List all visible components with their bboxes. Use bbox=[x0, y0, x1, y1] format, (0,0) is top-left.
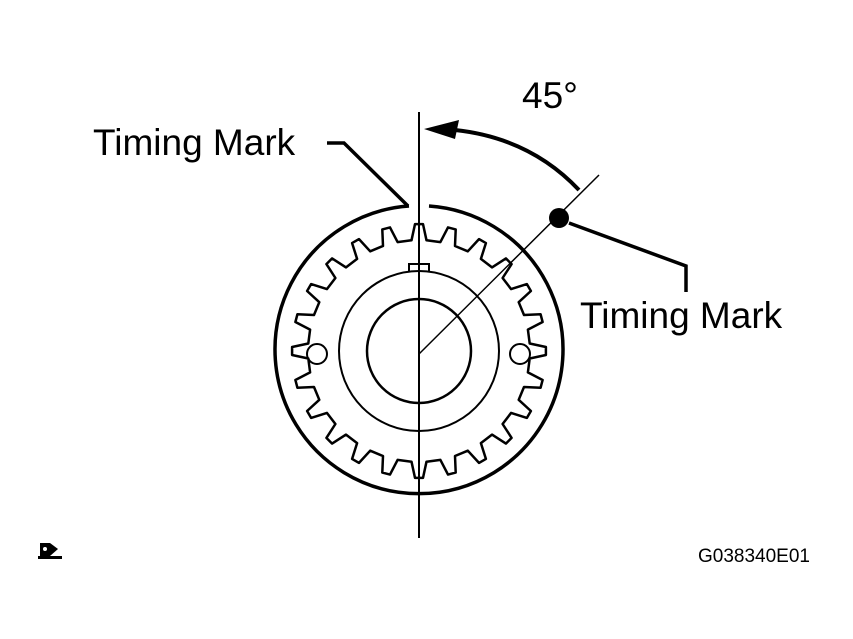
right-timing-mark-leader bbox=[568, 221, 688, 292]
bolt-hole-right bbox=[509, 343, 531, 365]
left-timing-mark-leader bbox=[327, 141, 410, 208]
pen-marker-icon bbox=[38, 543, 62, 559]
figure-id-label: G038340E01 bbox=[698, 546, 810, 567]
bolt-hole-left bbox=[306, 343, 328, 365]
sprocket-teeth bbox=[290, 222, 548, 480]
timing-mark-left-label: Timing Mark bbox=[93, 122, 296, 163]
angle-arc bbox=[454, 128, 581, 192]
angle-label: 45° bbox=[522, 75, 578, 116]
angle-arrowhead bbox=[424, 120, 459, 139]
timing-mark-right-label: Timing Mark bbox=[580, 295, 783, 336]
angle-reference-line bbox=[418, 174, 600, 355]
timing-mark-dot bbox=[549, 208, 569, 228]
